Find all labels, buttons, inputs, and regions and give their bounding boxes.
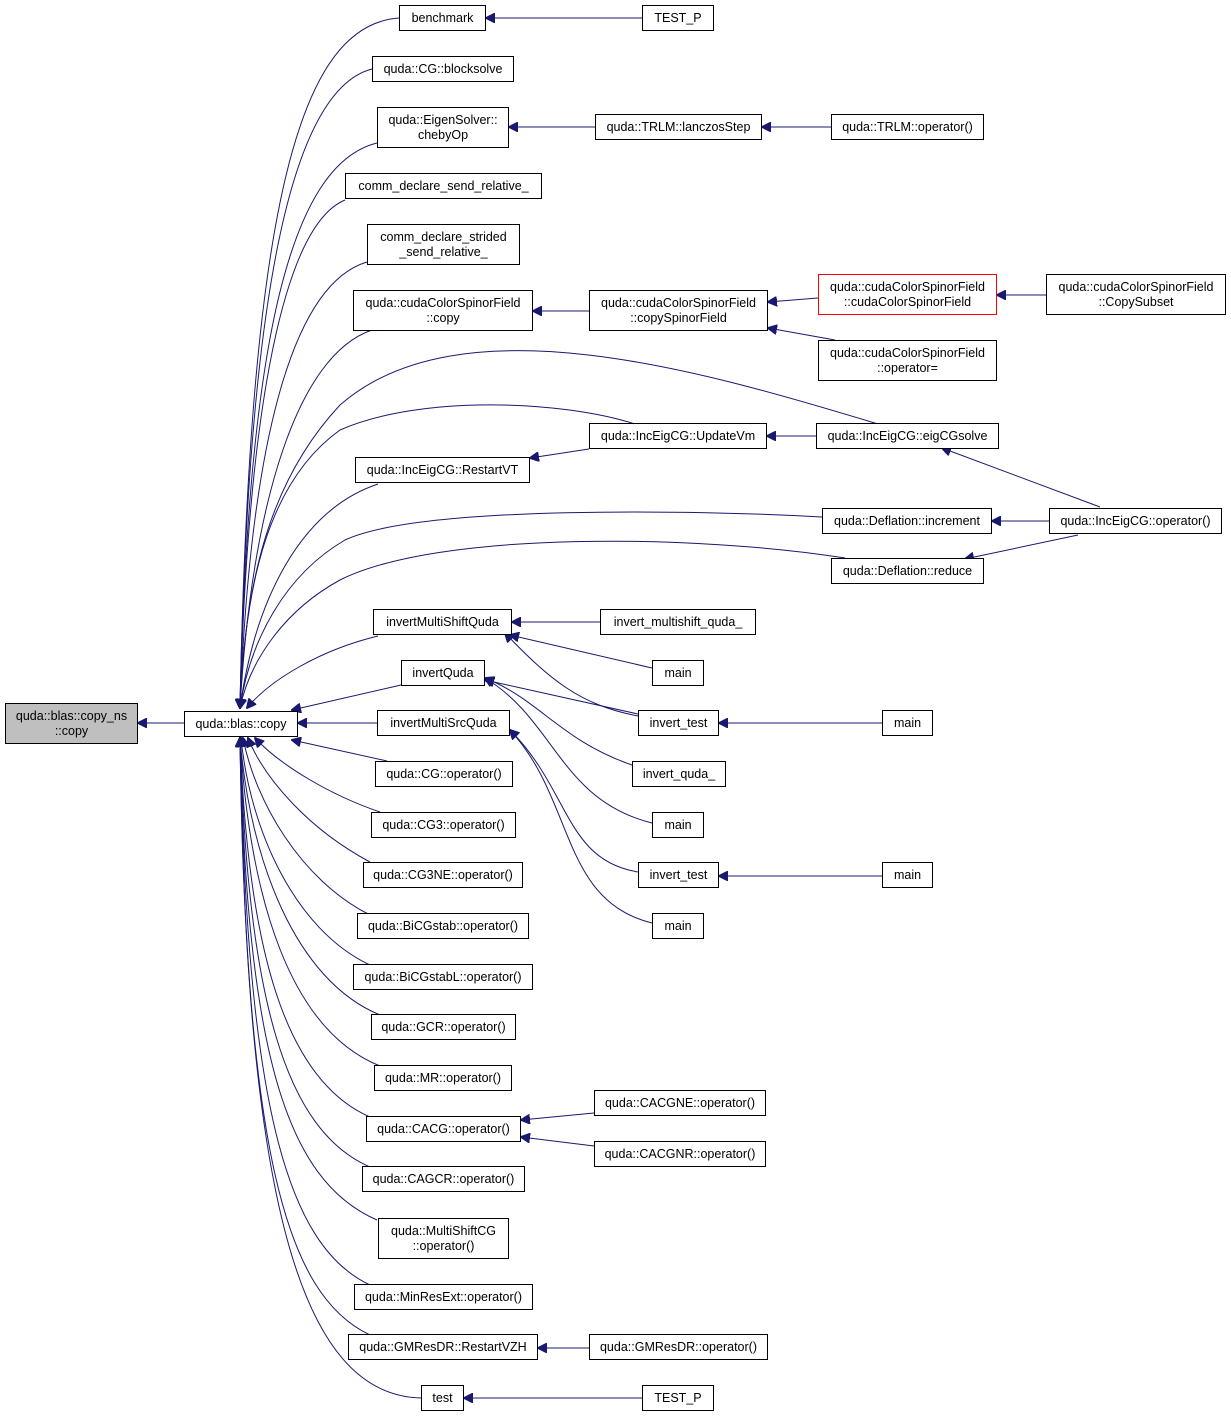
node-minresop[interactable]: quda::MinResExt::operator() [354, 1284, 533, 1310]
node-invtest1[interactable]: invert_test [638, 710, 719, 736]
node-cgblock[interactable]: quda::CG::blocksolve [372, 56, 514, 82]
node-copysubset[interactable]: quda::cudaColorSpinorField::CopySubset [1046, 274, 1226, 315]
node-updatevm[interactable]: quda::IncEigCG::UpdateVm [589, 423, 767, 449]
node-ims_[interactable]: invert_multishift_quda_ [600, 609, 756, 635]
edge-cgop-to-copy [292, 740, 388, 762]
edge-test-to-copy [240, 738, 422, 1399]
node-iq_[interactable]: invert_quda_ [632, 761, 726, 787]
edge-main5-to-imsrc [510, 730, 653, 924]
node-root[interactable]: quda::blas::copy_ns::copy [5, 703, 138, 744]
edge-cagcrop-to-copy [240, 738, 371, 1168]
node-eigcgsolve[interactable]: quda::IncEigCG::eigCGsolve [816, 423, 999, 449]
node-copy[interactable]: quda::blas::copy [184, 711, 298, 737]
edge-mrop-to-copy [240, 738, 381, 1067]
node-gcrop[interactable]: quda::GCR::operator() [371, 1014, 516, 1040]
node-gmresop[interactable]: quda::GMResDR::operator() [589, 1334, 768, 1360]
edge-iq-to-copy [292, 684, 402, 710]
node-lanczos[interactable]: quda::TRLM::lanczosStep [595, 114, 762, 140]
node-ccsfctor[interactable]: quda::cudaColorSpinorField::cudaColorSpi… [818, 274, 997, 315]
edge-chebyop-to-copy [240, 142, 378, 708]
edge-ccsfcopy-to-copy [240, 329, 373, 708]
edge-restartvzh-to-copy [240, 738, 371, 1336]
edge-msop-to-copy [240, 738, 378, 1221]
node-restartvt[interactable]: quda::IncEigCG::RestartVT [355, 457, 530, 483]
edge-cacgnrop-to-cacgop [521, 1137, 595, 1147]
node-mrop[interactable]: quda::MR::operator() [374, 1065, 512, 1091]
edge-restartvt-to-copy [240, 483, 379, 708]
node-cgop[interactable]: quda::CG::operator() [375, 761, 513, 787]
node-cacgnrop[interactable]: quda::CACGNR::operator() [594, 1141, 766, 1167]
edge-defred-to-copy [240, 540, 846, 708]
node-bicgop[interactable]: quda::BiCGstab::operator() [357, 913, 529, 939]
edge-minresop-to-copy [240, 738, 371, 1286]
edge-bicgop-to-copy [243, 738, 371, 916]
node-restartvzh[interactable]: quda::GMResDR::RestartVZH [348, 1334, 538, 1360]
node-cacgneop[interactable]: quda::CACGNE::operator() [594, 1090, 766, 1116]
node-main4[interactable]: main [882, 862, 933, 888]
node-main1[interactable]: main [652, 660, 704, 686]
edge-ccsfctor-to-copyspinor [768, 298, 819, 302]
node-benchmark[interactable]: benchmark [399, 5, 486, 31]
node-main2[interactable]: main [882, 710, 933, 736]
node-defirc[interactable]: quda::Deflation::increment [822, 508, 992, 534]
node-copyspinor[interactable]: quda::cudaColorSpinorField::copySpinorFi… [589, 290, 768, 331]
edge-invtest2-to-imsrc [510, 730, 639, 873]
node-iq[interactable]: invertQuda [401, 660, 485, 686]
edge-eigcgsolve-to-copy [240, 350, 879, 708]
node-testp1[interactable]: TEST_P [642, 5, 714, 31]
edge-benchmark-to-copy [240, 17, 400, 708]
edge-invtest1-to-ims [505, 633, 639, 717]
node-imsrc[interactable]: invertMultiSrcQuda [377, 710, 510, 736]
node-cg3op[interactable]: quda::CG3::operator() [371, 812, 516, 838]
edge-main3-to-iq [485, 678, 653, 824]
node-test[interactable]: test [421, 1385, 464, 1411]
node-msop[interactable]: quda::MultiShiftCG::operator() [378, 1218, 509, 1259]
node-commsend[interactable]: comm_declare_send_relative_ [345, 173, 542, 199]
node-ccsfassign[interactable]: quda::cudaColorSpinorField::operator= [818, 340, 997, 381]
edge-updatevm-to-copy [240, 404, 636, 708]
node-main5[interactable]: main [652, 913, 704, 939]
node-cg3neop[interactable]: quda::CG3NE::operator() [363, 862, 523, 888]
edge-commsend-to-copy [240, 199, 346, 708]
edge-commstrided-to-copy [240, 261, 368, 708]
edge-ims-to-copy [247, 635, 379, 708]
node-testp2[interactable]: TEST_P [642, 1385, 714, 1411]
node-ccsfcopy[interactable]: quda::cudaColorSpinorField::copy [353, 290, 533, 331]
edge-cacgneop-to-cacgop [521, 1112, 595, 1120]
edge-incop-to-eigcgsolve [942, 448, 1101, 508]
node-trlmop[interactable]: quda::TRLM::operator() [831, 114, 984, 140]
edge-cacgop-to-copy [240, 738, 371, 1118]
node-incop[interactable]: quda::IncEigCG::operator() [1049, 508, 1222, 534]
edge-updatevm-to-restartvt [530, 448, 590, 458]
edge-main1-to-ims [510, 635, 653, 669]
edge-definc-to-copy [240, 511, 823, 708]
node-cagcrop[interactable]: quda::CAGCR::operator() [362, 1166, 525, 1192]
node-defred[interactable]: quda::Deflation::reduce [831, 558, 984, 584]
node-cacgop[interactable]: quda::CACG::operator() [366, 1116, 521, 1142]
node-invtest2[interactable]: invert_test [638, 862, 719, 888]
edge-iq_-to-iq [485, 678, 633, 766]
edge-cg3op-to-copy [255, 738, 381, 813]
edge-incop-to-defred [965, 534, 1079, 559]
node-commstrided[interactable]: comm_declare_strided_send_relative_ [367, 224, 520, 265]
node-main3[interactable]: main [652, 812, 704, 838]
edge-gcrop-to-copy [240, 738, 381, 1016]
node-bicglop[interactable]: quda::BiCGstabL::operator() [353, 964, 533, 990]
edge-cg3neop-to-copy [248, 738, 371, 863]
node-ims[interactable]: invertMultiShiftQuda [373, 609, 512, 635]
edge-cgblock-to-copy [240, 68, 373, 708]
edge-invtest1-to-iq [485, 680, 639, 715]
edge-ccsfassign-to-copyspinor [768, 328, 836, 341]
node-chebyop[interactable]: quda::EigenSolver::chebyOp [377, 107, 509, 148]
edge-bicglop-to-copy [241, 738, 371, 966]
